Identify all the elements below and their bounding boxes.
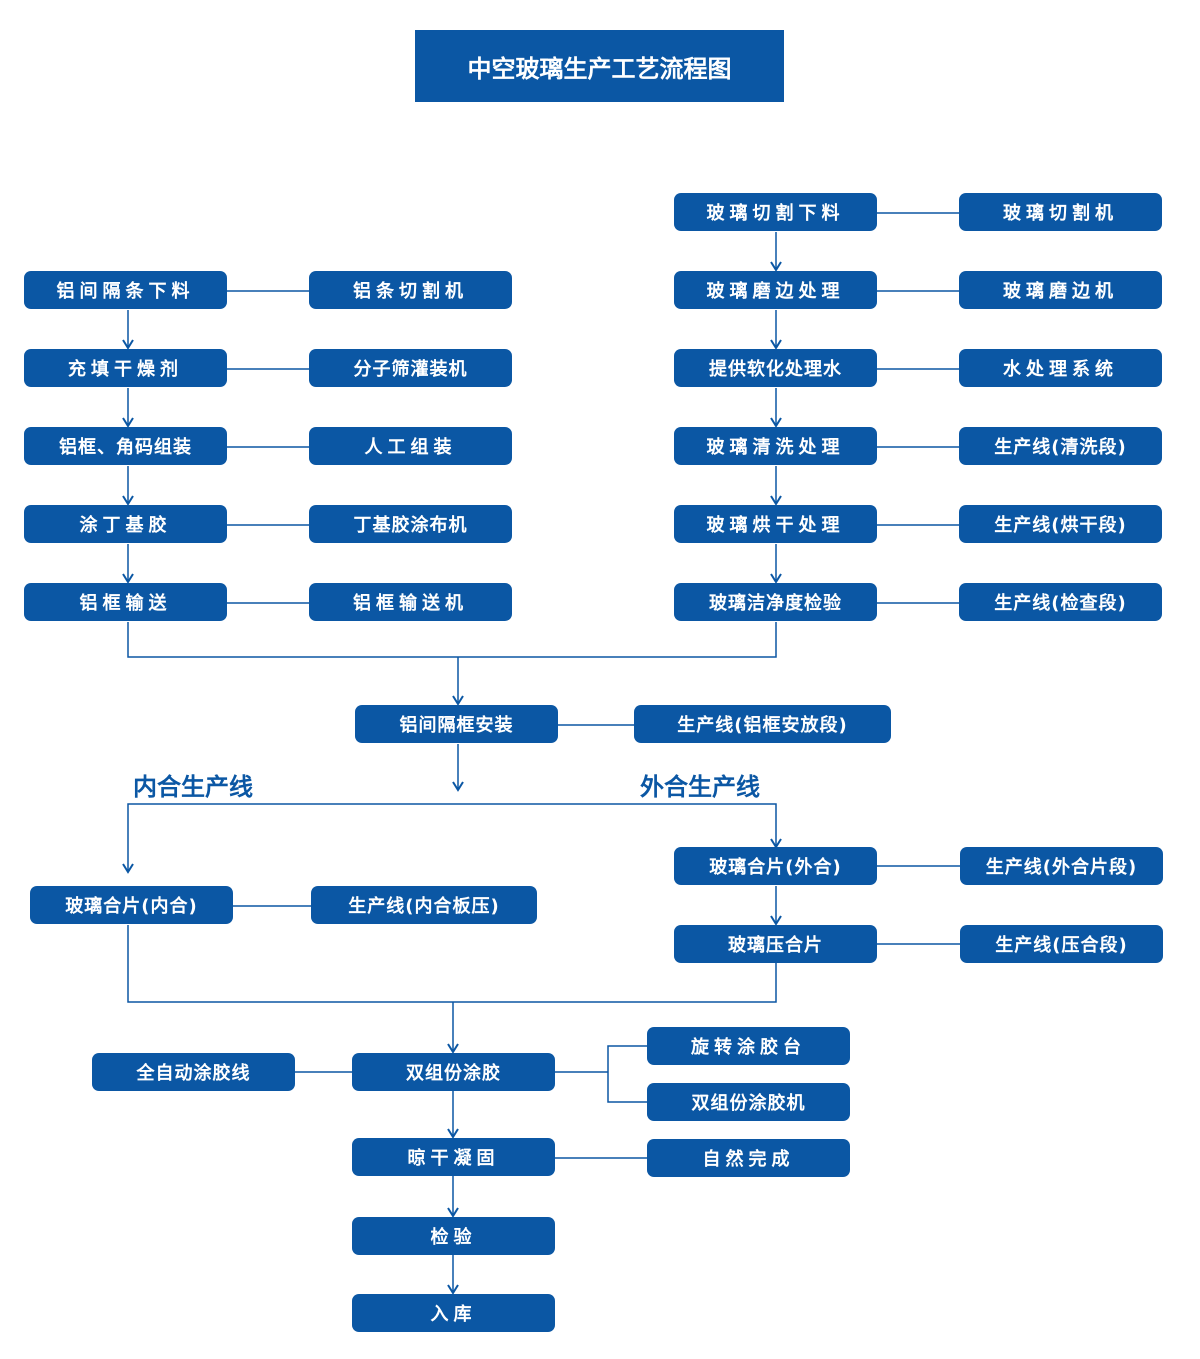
right-step-6: 玻璃洁净度检验 (674, 583, 877, 621)
merge-to-glue (127, 925, 777, 1103)
merge-to-assembly (127, 622, 777, 726)
outer-step-2: 玻璃压合片 (674, 925, 877, 963)
right-equipment-2: 玻璃磨边机 (959, 271, 1162, 309)
cure-equipment: 自然完成 (647, 1139, 850, 1177)
inspect-step: 检验 (352, 1217, 555, 1255)
right-step-2: 玻璃磨边处理 (674, 271, 877, 309)
split-inner-outer (122, 744, 961, 945)
assembly-equipment: 生产线(铝框安放段) (634, 705, 891, 743)
cure-step: 晾干凝固 (352, 1138, 555, 1176)
right-equipment-4: 生产线(清洗段) (959, 427, 1162, 465)
left-equipment-4: 丁基胶涂布机 (309, 505, 512, 543)
left-chain-arrows (122, 310, 134, 584)
glue-right-equipment-2: 双组份涂胶机 (647, 1083, 850, 1121)
right-equipment-6: 生产线(检查段) (959, 583, 1162, 621)
glue-right-equipment-1: 旋转涂胶台 (647, 1027, 850, 1065)
left-equipment-1: 铝条切割机 (309, 271, 512, 309)
glue-left-equipment: 全自动涂胶线 (92, 1053, 295, 1091)
left-equipment-5: 铝框输送机 (309, 583, 512, 621)
right-equipment-5: 生产线(烘干段) (959, 505, 1162, 543)
right-chain-arrows (770, 232, 782, 584)
glue-step: 双组份涂胶 (352, 1053, 555, 1091)
inner-line-label: 内合生产线 (133, 773, 253, 801)
right-step-3: 提供软化处理水 (674, 349, 877, 387)
right-step-5: 玻璃烘干处理 (674, 505, 877, 543)
right-step-1: 玻璃切割下料 (674, 193, 877, 231)
left-step-5: 铝框输送 (24, 583, 227, 621)
diagram-title: 中空玻璃生产工艺流程图 (415, 30, 784, 102)
left-step-3: 铝框、角码组装 (24, 427, 227, 465)
inner-step: 玻璃合片(内合) (30, 886, 233, 924)
storage-step: 入库 (352, 1294, 555, 1332)
outer-equipment-2: 生产线(压合段) (960, 925, 1163, 963)
left-equipment-connectors (226, 290, 310, 604)
assembly-step: 铝间隔框安装 (355, 705, 558, 743)
right-equipment-1: 玻璃切割机 (959, 193, 1162, 231)
left-equipment-3: 人工组装 (309, 427, 512, 465)
right-equipment-3: 水处理系统 (959, 349, 1162, 387)
left-equipment-2: 分子筛灌装机 (309, 349, 512, 387)
right-step-4: 玻璃清洗处理 (674, 427, 877, 465)
left-step-1: 铝间隔条下料 (24, 271, 227, 309)
left-step-2: 充填干燥剂 (24, 349, 227, 387)
outer-step-1: 玻璃合片(外合) (674, 847, 877, 885)
outer-line-label: 外合生产线 (640, 773, 760, 801)
outer-equipment-1: 生产线(外合片段) (960, 847, 1163, 885)
left-step-4: 涂丁基胶 (24, 505, 227, 543)
right-equipment-connectors (876, 212, 960, 604)
final-chain-arrows (447, 1091, 648, 1295)
inner-equipment: 生产线(内合板压) (311, 886, 537, 924)
